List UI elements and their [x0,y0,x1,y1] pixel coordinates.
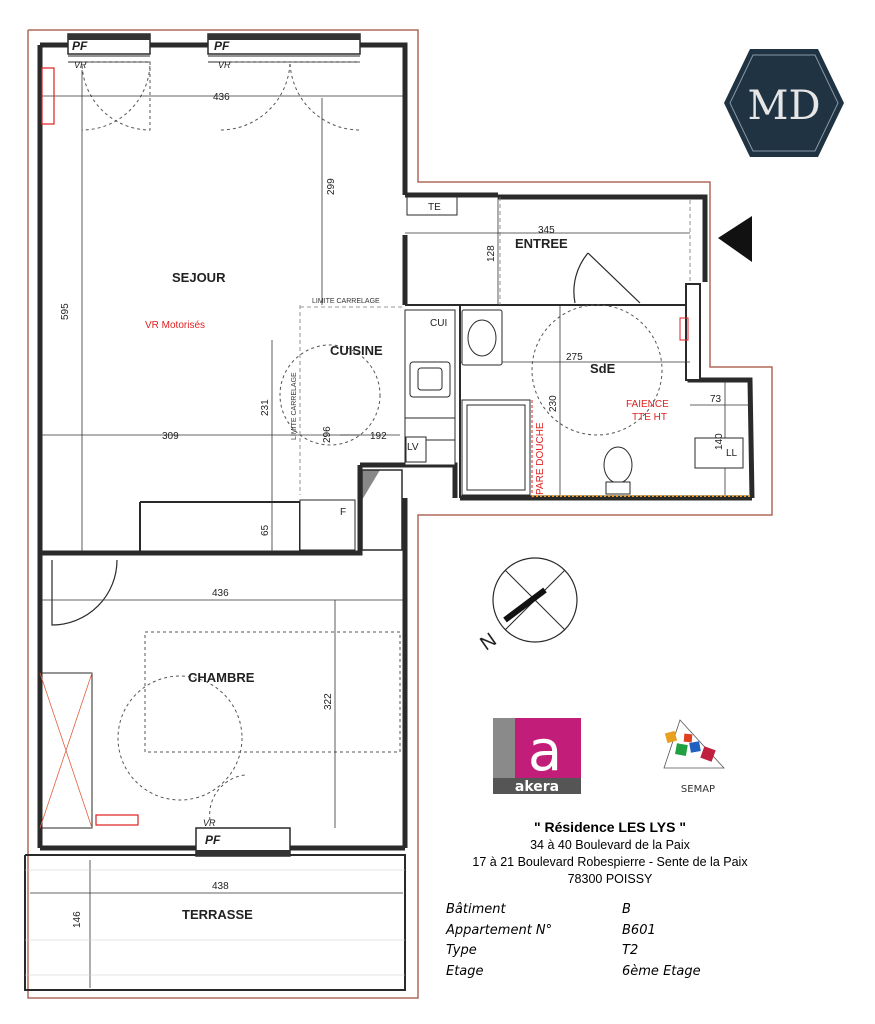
dim-sde-niche-depth: 140 [714,433,725,450]
akera-logo-letter: a [528,719,562,784]
room-chambre: CHAMBRE [188,670,255,685]
dim-chambre-width: 436 [212,588,229,599]
dim-sde-depth: 230 [548,395,559,412]
pf-label-1: PF [72,39,88,53]
label-lv: LV [407,442,419,453]
vr-label-2: VR [218,60,231,70]
window-sejour-left [67,33,151,63]
md-logo: MD [724,49,844,157]
room-terrasse: TERRASSE [182,907,253,922]
dim-entree-width: 345 [538,225,555,236]
spec-value: 6ème Etage [622,963,701,979]
dim-sejour-length: 595 [60,303,71,320]
window-chambre [195,827,291,857]
spec-row: Bâtiment B [446,902,776,923]
dim-chambre-depth: 322 [323,693,334,710]
window-sejour-right [207,33,361,63]
residence-city: 78300 POISSY [567,872,653,886]
dim-kitchen-depth: 296 [322,426,333,443]
semap-logo-text: SEMAP [681,784,715,795]
label-ll: LL [726,448,738,459]
dim-kitchen-width: 192 [370,431,387,442]
spec-value: T2 [622,943,639,958]
dim-counter-depth: 65 [260,524,271,536]
dim-entree-depth: 128 [486,245,497,262]
bathroom-fixtures [406,196,744,496]
residence-info: " Résidence LES LYS " 34 à 40 Boulevard … [430,817,790,888]
faience-note-1: FAIENCE [626,399,669,410]
walls [37,42,755,851]
spec-row: Appartement N° B601 [446,923,776,944]
spec-label: Type [446,943,477,958]
label-te: TE [428,202,441,213]
dim-sejour-width: 436 [213,92,230,103]
dim-terrasse-width: 438 [212,881,229,892]
property-outline [27,29,773,999]
label-cui: CUI [430,318,447,329]
apartment-specs: Bâtiment B Appartement N° B601 Type T2 E… [446,902,776,984]
vr-label-1: VR [74,60,87,70]
kitchen-fixtures [299,309,456,551]
md-logo-text: MD [747,83,820,129]
entry-arrow [718,216,752,262]
limite-carrelage-top: LIMITE CARRELAGE [312,298,380,305]
spec-row: Type T2 [446,943,776,964]
dimension-lines [30,70,750,988]
pf-label-3: PF [205,833,221,847]
dim-sde-width: 275 [566,352,583,363]
dim-sejour-depth-upper: 299 [326,178,337,195]
wardrobe [39,672,93,829]
spec-row: Etage 6ème Etage [446,964,776,985]
vr-label-3: VR [203,818,216,828]
spec-label: Appartement N° [446,922,553,938]
room-sejour: SEJOUR [172,270,226,285]
spec-value: B601 [622,922,656,938]
door-swings [81,61,663,821]
room-sde: SdE [590,361,616,376]
spec-value: B [622,902,631,917]
room-cuisine: CUISINE [330,343,383,358]
dim-kitchen-height: 231 [260,399,271,416]
residence-address-2: 17 à 21 Boulevard Robespierre - Sente de… [472,855,748,869]
spec-label: Etage [446,963,484,979]
pf-label-2: PF [214,39,230,53]
akera-logo: a akera [493,718,581,794]
label-f: F [340,507,346,518]
room-entree: ENTREE [515,236,568,251]
pare-douche-note: PARE DOUCHE [535,422,546,495]
vr-motorises-note: VR Motorisés [145,320,205,331]
residence-name: " Résidence LES LYS " [533,819,687,835]
residence-address-1: 34 à 40 Boulevard de la Paix [530,838,690,852]
dim-sde-niche-width: 73 [710,394,722,405]
akera-logo-text: akera [515,779,559,794]
compass: N [476,557,578,655]
limite-carrelage-side: LIMITE CARRELAGE [291,372,298,440]
compass-north-label: N [476,629,500,655]
dim-terrasse-depth: 146 [72,911,83,928]
dim-sejour-width-lower: 309 [162,431,179,442]
semap-logo: SEMAP [663,719,725,795]
faience-note-2: TTE HT [632,412,667,423]
spec-label: Bâtiment [446,902,506,917]
